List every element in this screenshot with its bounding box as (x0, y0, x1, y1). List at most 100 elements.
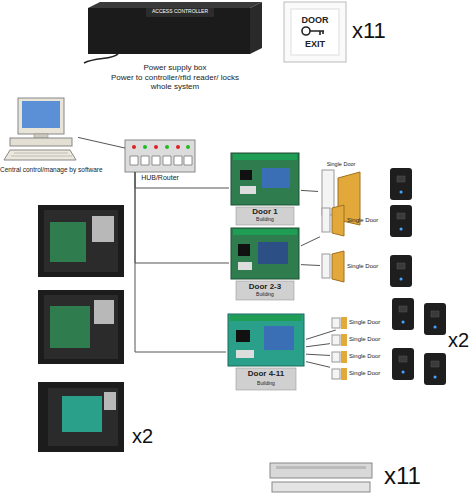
hub-ports (130, 156, 192, 165)
node-text: Door 2-3 (229, 282, 301, 291)
node-box: Single Door (330, 367, 386, 381)
cabinet-interior (48, 388, 118, 446)
connector-line (301, 237, 320, 246)
terminal-strip (233, 154, 297, 160)
door-node: Single Door (320, 204, 386, 238)
board-chip (240, 170, 252, 180)
connector-line (306, 330, 336, 339)
door (341, 351, 347, 363)
monitor-stand (34, 134, 48, 138)
monitor (18, 98, 64, 134)
hub-led (132, 145, 136, 149)
cabinet-interior (44, 295, 118, 359)
monitor-screen (22, 101, 60, 128)
lock-bracket (332, 335, 340, 345)
lock-bracket (322, 254, 330, 278)
controller-cabinet (38, 290, 124, 364)
node-text: Single Door (349, 319, 389, 326)
exit-button-plate (284, 2, 346, 62)
controller-node: Door 1Building (229, 151, 301, 225)
door (332, 205, 344, 236)
door (341, 317, 347, 329)
reader-led (401, 192, 435, 377)
magnetic-lock-detail (276, 466, 366, 469)
computer-case (10, 138, 72, 146)
power-supply-node: ACCESS CONTROLLER Power supply boxPower t… (88, 2, 262, 92)
door (341, 334, 347, 346)
connector-line (301, 190, 318, 191)
exit-button-node: DOOR EXIT (284, 2, 346, 62)
hub-node: HUB/Router (125, 140, 195, 172)
node-text: Power supply box (106, 63, 244, 72)
door (332, 251, 344, 282)
node-text: Door 1 (229, 207, 301, 216)
rfid-reader (392, 348, 414, 380)
terminal-strip (230, 315, 302, 321)
exit-button-face (291, 9, 339, 55)
key-symbol (302, 27, 310, 35)
rfid-reader (390, 255, 412, 287)
connector-line (306, 354, 330, 355)
door-node: Single Door (320, 250, 386, 284)
node-text: Building (226, 381, 306, 387)
node-text: ACCESS CONTROLLER (146, 9, 214, 15)
terminal-strip (233, 229, 297, 235)
keyboard (4, 150, 76, 160)
controller-board (231, 153, 299, 205)
power-supply-box (88, 8, 250, 54)
controller-cabinet (38, 205, 124, 277)
board-module (264, 326, 294, 350)
lock-bracket (322, 208, 330, 232)
keyboard-keys (11, 153, 72, 156)
board-chip (236, 330, 250, 342)
node-box: Single Door (330, 333, 386, 347)
node-text: Building (229, 292, 301, 298)
controller-board (62, 396, 102, 432)
key-symbol (310, 31, 324, 35)
node-text: Single Door (349, 353, 389, 360)
rfid-reader (390, 168, 412, 200)
hub-led (154, 145, 158, 149)
connector-line (135, 172, 229, 263)
node-text: DOOR EXIT (296, 8, 334, 56)
rfid-reader (392, 298, 414, 330)
node-box: Single Door (330, 316, 386, 330)
hub-router (125, 140, 195, 172)
connector-line (306, 344, 330, 347)
rfid-reader (390, 205, 412, 237)
node-text: Door 4-11 (226, 369, 306, 378)
cabinet-interior (44, 210, 118, 272)
magnetic-lock (270, 463, 372, 478)
controller-board (231, 228, 299, 279)
computer-node: Central control/manage by software (4, 96, 78, 162)
node-text: Single Door (347, 263, 389, 270)
node-text: Single Door (349, 336, 389, 343)
controller-cabinet (38, 382, 124, 452)
power-box-plate (146, 8, 214, 17)
power-cord (84, 54, 118, 63)
lock-bracket (332, 318, 340, 328)
node-text: Single Door (347, 217, 389, 224)
quantity-label: x11 (384, 464, 421, 488)
board-connector (238, 262, 252, 270)
board-connector (236, 350, 254, 358)
node-text: Single Door (349, 370, 389, 377)
node-text: HUB/Router (125, 174, 195, 182)
quantity-label: x2 (132, 426, 153, 446)
connector-line (306, 362, 330, 368)
quantity-label: x2 (448, 330, 469, 350)
controller-board (50, 222, 86, 262)
hub-led (186, 145, 190, 149)
node-text: Central control/manage by software (0, 166, 150, 174)
node-text: Power to controller/rfid reader/ locks w… (106, 73, 244, 91)
controller-node: Door 4-11Building (226, 312, 306, 392)
node-box: Single Door (330, 350, 386, 364)
quantity-label: x11 (352, 20, 386, 42)
door-node: Single Door (318, 160, 364, 226)
hub-led (143, 145, 147, 149)
power-module (104, 392, 116, 410)
connector-line (135, 172, 226, 352)
controller-board (50, 306, 90, 348)
connector-line (301, 264, 320, 266)
